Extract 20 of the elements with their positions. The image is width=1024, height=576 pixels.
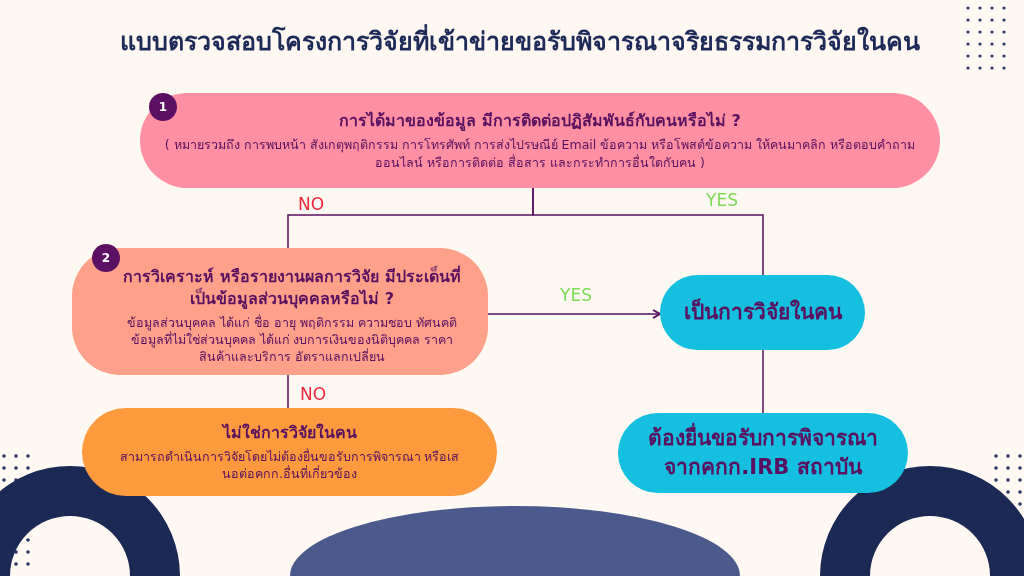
- connector-line: [762, 349, 764, 414]
- box-heading: ต้องยื่นขอรับการพิจารณา จากคกก.IRB สถาบัน: [638, 424, 888, 482]
- box-heading: การวิเคราะห์ หรือรายงานผลการวิจัย มีประเด็นที่เป็นข้อมูลส่วนบุคคลหรือไม่ ?: [122, 265, 462, 310]
- edge-label: NO: [298, 386, 329, 403]
- edge-label: YES: [704, 192, 740, 209]
- box-body: ( หมายรวมถึง การพบหน้า สังเกตุพฤติกรรม การโทรศัพท์ การส่งไปรษณีย์ Email ข้อความ หรือโพสต์ข้อความ ให้คนมาคลิก หรือตอบคำถามออนไลน์ หรือการติดต่อ สื่อสาร และกระทำการอื่นใดกับคน ): [163, 136, 917, 171]
- connector-line: [532, 187, 764, 276]
- box-body: ข้อมูลส่วนบุคคล ได้แก่ ชื่อ อายุ พฤติกรรม ความชอบ ทัศนคติ ข้อมูลที่ไม่ใช่ส่วนบุคคล ได้แก่ งบการเงินของนิติบุคคล ราคาสินค้าและบริการ อัตราแลกเปลี่ยน: [126, 313, 458, 366]
- title: แบบตรวจสอบโครงการวิจัยที่เข้าข่ายขอรับพิจารณาจริยธรรมการวิจัยในคน: [75, 26, 965, 58]
- box-heading: การได้มาของข้อมูล มีการติดต่อปฏิสัมพันธ์กับคนหรือไม่ ?: [339, 110, 741, 133]
- box-body: สามารถดำเนินการวิจัยโดยไม่ต้องยื่นขอรับการพิจารณา หรือเสนอต่อคกก.อื่นที่เกี่ยวข้อง: [118, 447, 461, 483]
- edge-label: NO: [296, 196, 327, 213]
- edge-label: YES: [558, 287, 594, 304]
- question-box: [72, 248, 488, 375]
- step-number-badge: 1: [149, 93, 177, 121]
- step-number-badge: 2: [92, 244, 120, 272]
- box-heading: เป็นการวิจัยในคน: [683, 298, 842, 327]
- arrow: [487, 309, 661, 319]
- box-heading: ไม่ใช่การวิจัยในคน: [222, 421, 357, 444]
- connector-line: [287, 374, 289, 409]
